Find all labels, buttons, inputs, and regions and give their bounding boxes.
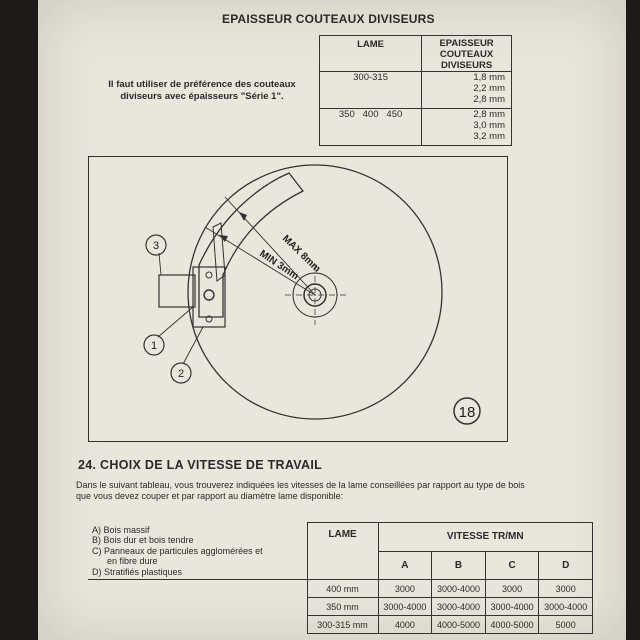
speed-intro: Dans le suivant tableau, vous trouverez … [76,480,576,502]
arrow-icon [219,235,228,242]
riving-knife [198,172,304,318]
blade-outline [187,164,443,420]
table-row: 400 mm 3000 3000-4000 3000 3000 [88,579,593,598]
thickness-value: 3,2 mm [473,131,505,142]
speed-cell: 3000-4000 [377,597,433,616]
wood-type: en fibre dure [92,556,158,566]
spacer-cell [88,616,307,634]
blade-cell: 350 mm [306,597,379,616]
blade-cell: 300-315 [318,71,423,109]
callout-2 [170,362,192,384]
wood-types-cell: A) Bois massif B) Bois dur et bois tendr… [88,522,308,580]
knife-clamp [192,266,226,328]
thickness-note-line1: Il faut utiliser de préférence des coute… [108,78,296,90]
speed-col-a: A [377,550,433,580]
speed-cell: 4000-5000 [484,615,540,634]
col-blade: LAME [318,35,423,72]
callout-1-label: 1 [151,340,157,352]
callout-leader [157,306,194,338]
speed-col-b: B [431,550,486,580]
thickness-note: Il faut utiliser de préférence des coute… [85,35,320,146]
wood-type: A) Bois massif [92,524,150,535]
callout-3 [145,234,167,256]
speed-col-d: D [538,550,593,580]
speed-cell: 3000 [484,579,540,598]
thickness-value: 3,0 mm [473,120,505,131]
col-thickness-line3: DIVISEURS [440,60,493,71]
col-speed: VITESSE TR/MN [377,522,594,552]
col-thickness-line1: EPAISSEUR [439,38,494,49]
thickness-value: 2,8 mm [473,94,505,105]
mounting-bracket [158,274,196,308]
speed-heading: 24. CHOIX DE LA VITESSE DE TRAVAIL [78,458,323,472]
screw-icon [205,315,213,323]
thickness-title: EPAISSEUR COUTEAUX DIVISEURS [222,12,435,26]
speed-cell: 5000 [538,615,593,634]
arrow-icon [239,212,247,221]
spacer-cell [88,598,307,616]
table-row: 300-315 mm 4000 4000-5000 4000-5000 5000 [88,615,593,634]
callout-leader [158,252,162,276]
manual-page: EPAISSEUR COUTEAUX DIVISEURS Il faut uti… [38,0,626,640]
thickness-cell: 2,8 mm 3,0 mm 3,2 mm [421,108,512,146]
speed-cell: 3000 [538,579,593,598]
speed-cell: 3000-4000 [538,597,593,616]
col-blade: LAME [306,522,379,580]
thickness-value: 2,2 mm [473,83,505,94]
wood-type: B) Bois dur et bois tendre [92,535,194,545]
figure-number-badge [453,397,481,425]
col-thickness-line2: COUTEAUX [439,49,494,60]
speed-intro-line2: que vous devez couper et par rapport au … [76,491,344,501]
speed-intro-line1: Dans le suivant tableau, vous trouverez … [76,480,525,490]
thickness-note-line2: diviseurs avec épaisseurs "Série 1". [120,90,284,102]
speed-cell: 3000-4000 [484,597,540,616]
speed-cell: 4000-5000 [431,615,486,634]
screw-icon [205,271,213,279]
speed-table: A) Bois massif B) Bois dur et bois tendr… [88,522,594,634]
blade-cell: 400 mm [306,579,379,598]
speed-cell: 3000-4000 [431,597,486,616]
wood-type: D) Stratifiés plastiques [92,566,183,577]
spacer-cell [88,580,307,598]
callout-2-label: 2 [178,368,184,380]
thickness-value: 2,8 mm [473,109,505,120]
speed-cell: 4000 [377,615,433,634]
blade-cell: 350 400 450 [318,108,423,146]
wood-type: C) Panneaux de particules agglomérées et [92,545,263,556]
table-row: 350 mm 3000-4000 3000-4000 3000-4000 300… [88,597,593,616]
speed-cell: 3000 [377,579,433,598]
thickness-cell: 1,8 mm 2,2 mm 2,8 mm [421,71,512,109]
callout-3-label: 3 [153,240,159,252]
speed-cell: 3000-4000 [431,579,486,598]
col-thickness: EPAISSEUR COUTEAUX DIVISEURS [421,35,512,72]
thickness-value: 1,8 mm [473,72,505,83]
speed-col-c: C [484,550,540,580]
callout-leader [182,326,204,365]
figure-number: 18 [459,404,476,421]
callout-1 [143,334,165,356]
thickness-table: Il faut utiliser de préférence des coute… [85,35,512,146]
blade-cell: 300-315 mm [306,615,379,634]
clamp-screw-icon [203,289,215,301]
riving-knife-diagram: MAX 8mm MIN 3mm 3 1 2 18 [143,164,481,425]
riving-knife-figure: MAX 8mm MIN 3mm 3 1 2 18 [88,156,508,442]
